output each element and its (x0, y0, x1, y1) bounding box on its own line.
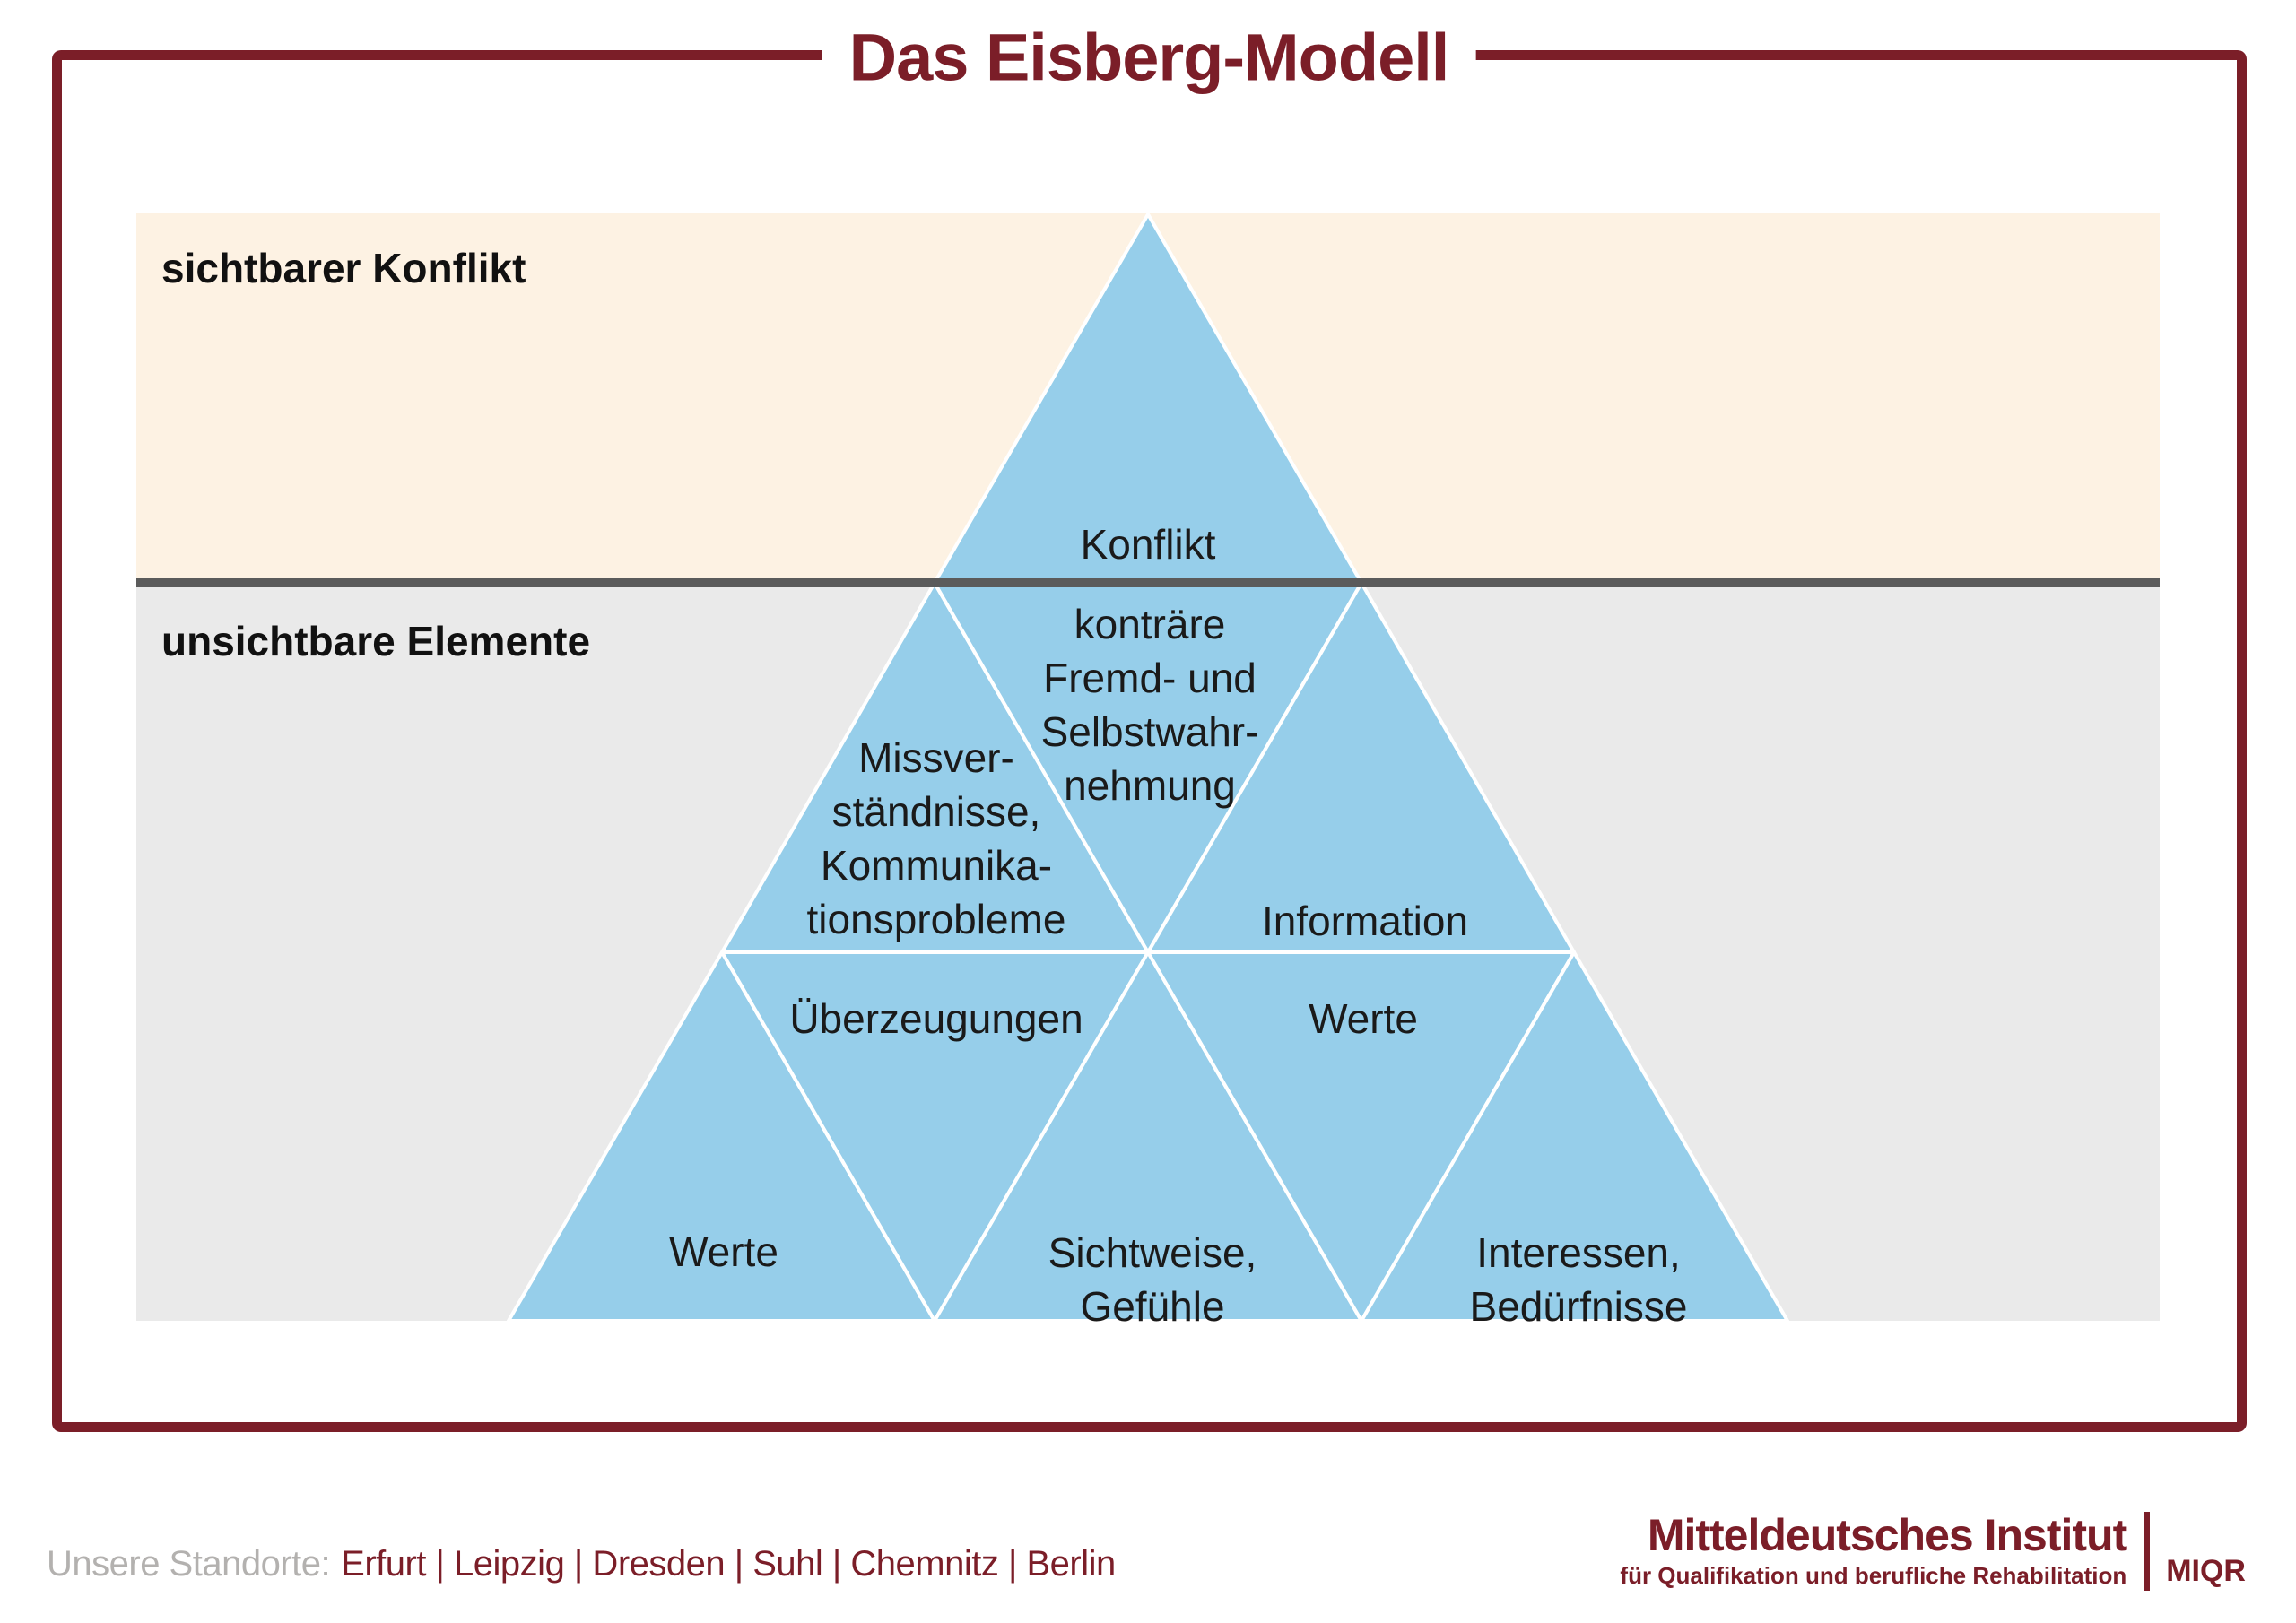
frame-border (52, 50, 2247, 1432)
locations-line: Unsere Standorte:Erfurt | Leipzig | Dres… (47, 1544, 1116, 1584)
locations-label: Unsere Standorte: (47, 1544, 331, 1584)
logo-name: Mitteldeutsches Institut (1647, 1510, 2127, 1560)
zone-above-label: sichtbarer Konflikt (161, 245, 526, 291)
page-title: Das Eisberg-Modell (822, 13, 1476, 101)
locations-list: Erfurt | Leipzig | Dresden | Suhl | Chem… (341, 1544, 1116, 1584)
logo-divider (2144, 1512, 2151, 1591)
logo-text: Mitteldeutsches Institut für Qualifikati… (1620, 1510, 2127, 1591)
institute-logo: Mitteldeutsches Institut für Qualifikati… (1620, 1510, 2246, 1591)
zone-below-label: unsichtbare Elemente (161, 618, 591, 664)
logo-abbreviation: MIQR (2166, 1554, 2246, 1588)
logo-subtitle: für Qualifikation und berufliche Rehabil… (1620, 1562, 2127, 1589)
